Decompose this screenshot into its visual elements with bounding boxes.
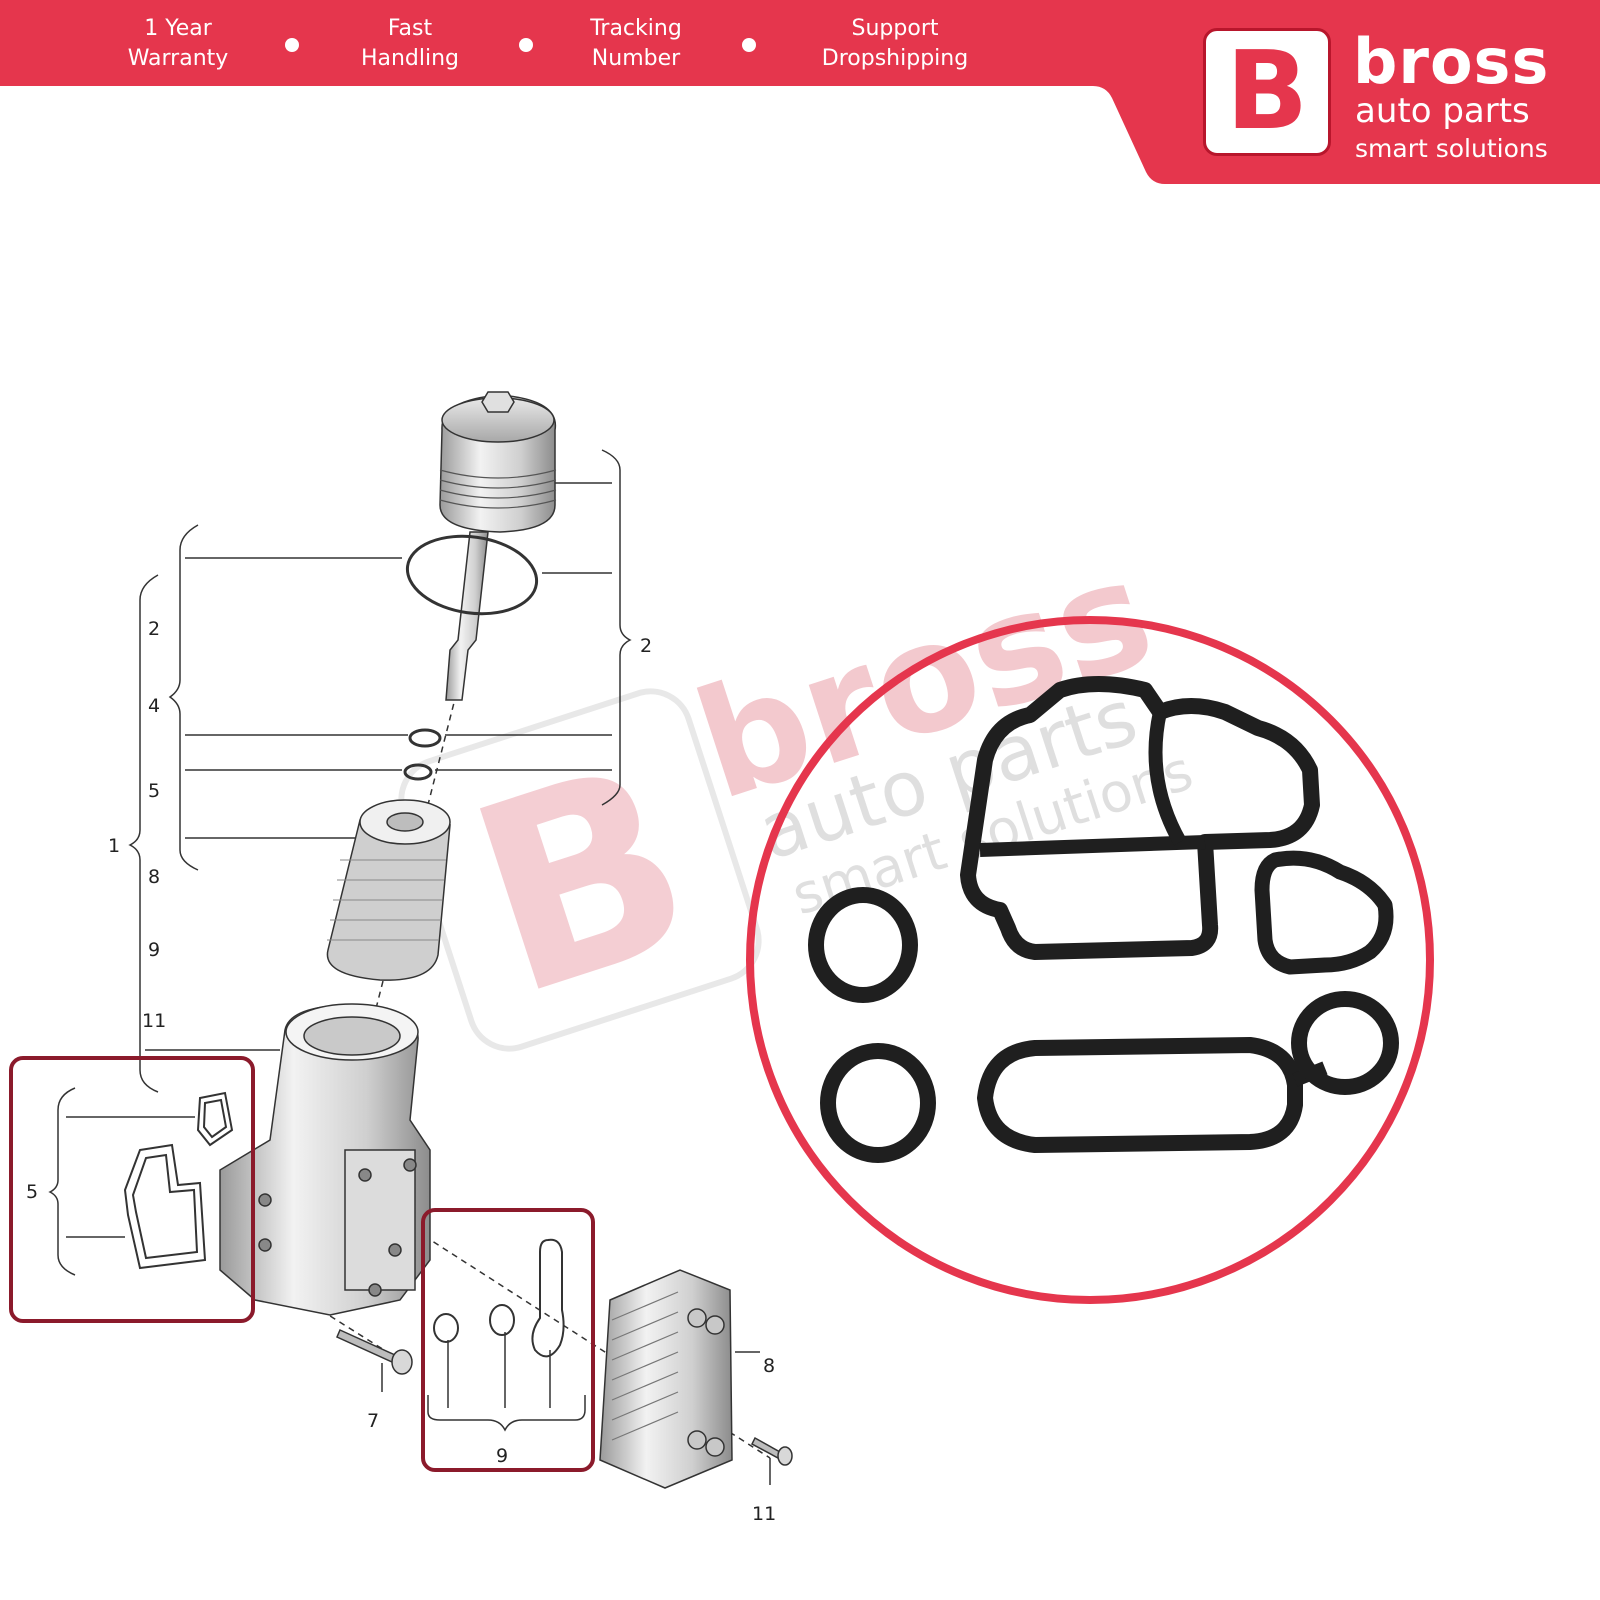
brand-logo-badge: B <box>1203 28 1331 156</box>
feature-dropshipping: Support Dropshipping <box>821 16 969 71</box>
oil-filter-cartridge-icon <box>326 799 451 981</box>
gasket-large <box>960 676 1320 960</box>
part-label-5-top: 5 <box>148 780 160 802</box>
separator-dot <box>742 38 756 52</box>
gasket-set-photo <box>808 676 1399 1163</box>
gasket-ring-left-top <box>808 887 918 1003</box>
part-label-2-left: 2 <box>148 618 160 640</box>
brand-logo-letter: B <box>1225 29 1309 154</box>
gasket-large-divider-h <box>979 835 1206 857</box>
part-label-5-box: 5 <box>26 1181 38 1203</box>
gasket-large-divider-v <box>1148 710 1187 846</box>
highlight-circle <box>746 616 1434 1304</box>
gasket-small-right <box>1254 850 1394 975</box>
highlight-box-5 <box>9 1056 255 1323</box>
part-label-7: 7 <box>367 1410 379 1432</box>
separator-dot <box>285 38 299 52</box>
part-label-2-right: 2 <box>640 635 652 657</box>
part-label-8-right: 8 <box>763 1355 775 1377</box>
highlight-box-9 <box>421 1208 595 1472</box>
banner-shape <box>0 0 1600 184</box>
separator-dot <box>519 38 533 52</box>
part-label-8-left: 8 <box>148 866 160 888</box>
watermark-letter: B <box>442 707 724 1055</box>
oil-cooler-icon <box>599 1269 733 1489</box>
oil-filter-cap-icon <box>403 391 557 781</box>
part-label-11-bottom: 11 <box>752 1503 776 1525</box>
part-label-4: 4 <box>148 695 160 717</box>
gasket-drawing-9 <box>433 1238 565 1358</box>
feature-tracking: Tracking Number <box>590 16 682 71</box>
screw-icon <box>751 1436 793 1466</box>
exploded-parts-diagram: B bross auto parts smart solutions <box>9 391 1434 1525</box>
feature-warranty: 1 Year Warranty <box>127 16 229 71</box>
brand-slogan: smart solutions <box>1355 134 1548 163</box>
brand-name: bross <box>1353 25 1550 98</box>
part-label-9-left: 9 <box>148 939 160 961</box>
feature-handling: Fast Handling <box>360 16 460 71</box>
header-banner <box>0 0 1600 184</box>
part-label-9-box: 9 <box>496 1445 508 1467</box>
part-label-11-left: 11 <box>142 1010 166 1032</box>
brand-tagline: auto parts <box>1355 91 1530 131</box>
gasket-ring-bottom-right <box>1291 991 1399 1095</box>
oil-filter-housing-icon <box>219 1003 431 1316</box>
gasket-ring-left-bottom <box>820 1043 936 1163</box>
bolt-icon <box>336 1329 413 1375</box>
part-label-1: 1 <box>108 835 120 857</box>
gasket-oval <box>977 1037 1303 1153</box>
gasket-drawing-5 <box>123 1091 234 1270</box>
